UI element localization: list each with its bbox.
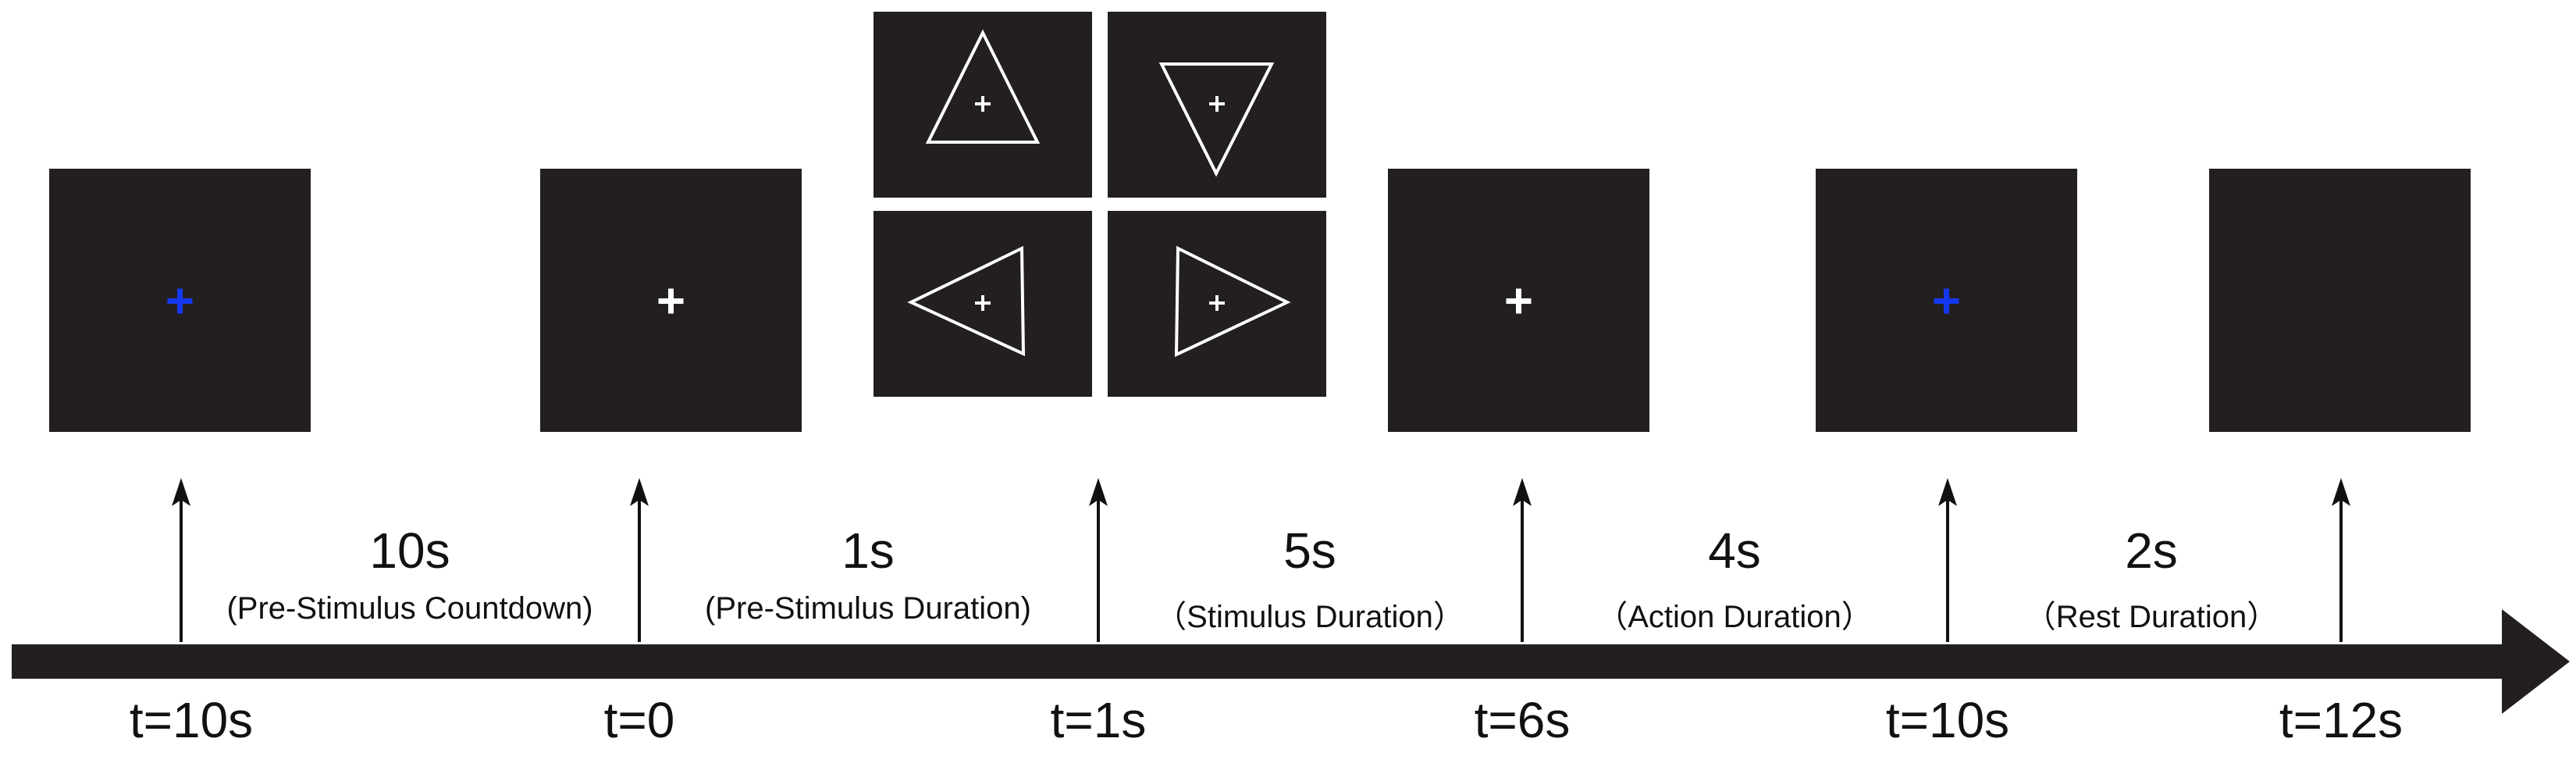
fixation-cross-icon [167,288,193,314]
screen-countdown [49,169,311,432]
triangle-down-outline [1158,62,1275,177]
duration-value-rest: 2s [2125,523,2178,579]
duration-value-pre-stimulus: 1s [841,523,895,579]
screen-pre-stimulus [540,169,802,432]
duration-value-stimulus: 5s [1283,523,1336,579]
event-marker-4 [1938,478,1957,642]
duration-value-countdown: 10s [369,523,450,579]
screen-stimulus-right [1108,211,1326,397]
fixation-cross-icon [1506,288,1532,314]
marker-arrowhead-icon [1089,478,1108,506]
fixation-cross-icon [975,295,991,311]
marker-arrowhead-icon [1938,478,1957,506]
marker-arrowhead-icon [2332,478,2350,506]
time-label-action-onset: t=6s [1474,692,1571,748]
event-marker-3 [1513,478,1532,642]
screen-stimulus-left [873,211,1092,397]
screen-rest-cue [1816,169,2077,432]
event-marker-1 [630,478,649,642]
duration-label-action: （Action Duration） [1596,600,1873,634]
duration-value-action: 4s [1708,523,1761,579]
markers-layer [172,478,2350,642]
triangle-up-outline [925,29,1041,144]
fixation-cross-icon [658,288,684,314]
event-marker-2 [1089,478,1108,642]
duration-label-pre-stimulus: (Pre-Stimulus Duration) [705,591,1031,626]
event-marker-5 [2332,478,2350,642]
screen-action [1388,169,1649,432]
time-label-countdown-start: t=10s [129,692,254,748]
marker-arrowhead-icon [172,478,190,506]
triangle-right-outline [1174,245,1291,358]
fixation-cross-icon [975,96,991,112]
fixation-cross-icon [1209,295,1225,311]
screen-stimulus-up [873,12,1092,198]
duration-label-rest: （Rest Duration） [2024,600,2279,634]
fixation-cross-icon [1934,288,1959,314]
event-marker-0 [172,478,190,642]
triangle-left-outline [907,245,1026,357]
duration-label-countdown: (Pre-Stimulus Countdown) [226,591,593,626]
time-label-rest-onset: t=10s [1885,692,2010,748]
screen-stimulus-down [1108,12,1326,198]
screens-layer [49,12,2471,432]
time-label-zero: t=0 [603,692,675,748]
time-label-stimulus-onset: t=1s [1050,692,1147,748]
fixation-cross-icon [1209,96,1225,112]
screen-blank [2209,169,2471,432]
axis-bar [12,644,2510,679]
duration-label-stimulus: （Stimulus Duration） [1155,600,1464,634]
marker-arrowhead-icon [630,478,649,506]
time-axis [12,609,2570,714]
screen-background [2209,169,2471,432]
time-label-trial-end: t=12s [2279,692,2403,748]
axis-arrowhead-icon [2502,609,2570,714]
marker-arrowhead-icon [1513,478,1532,506]
